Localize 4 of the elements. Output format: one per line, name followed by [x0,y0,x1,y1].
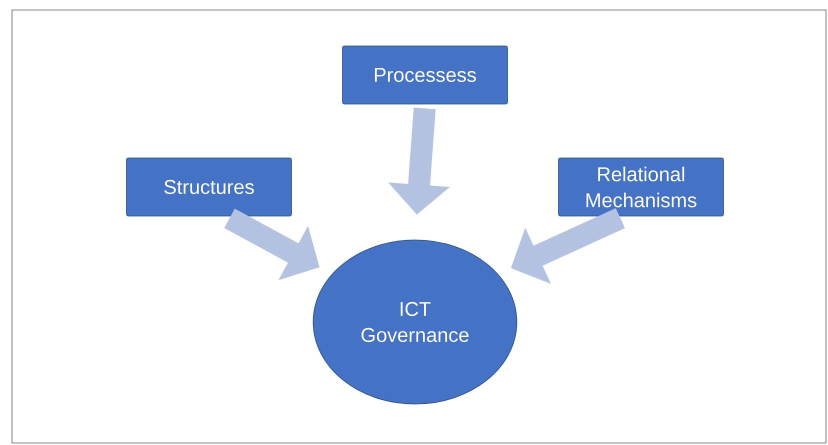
process-box: Processess [342,46,508,104]
process-box: Relational Mechanisms [558,158,724,216]
oval-node: ICT Governance [312,240,518,404]
process-box: Structures [126,158,292,216]
